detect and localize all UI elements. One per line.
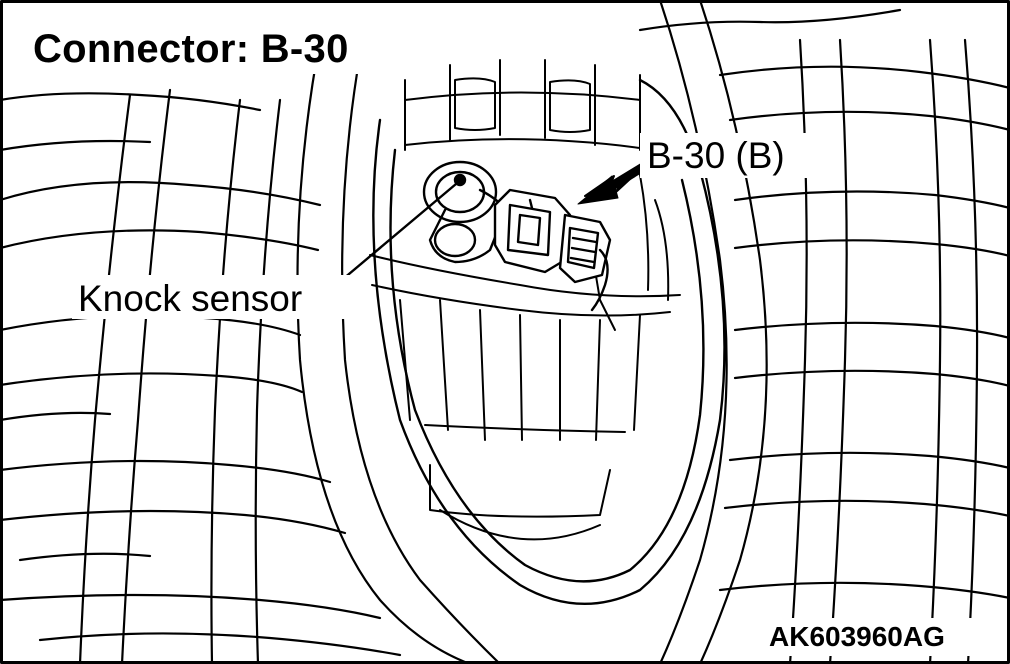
connector-label: B-30 (B) [647, 135, 785, 176]
manifold-opening [372, 78, 726, 605]
diagram-title: Connector: B-30 [33, 27, 349, 71]
figure-id: AK603960AG [769, 621, 945, 652]
right-manifold-grid [638, 0, 1010, 664]
left-manifold-grid [0, 38, 502, 664]
engine-block-detail [369, 59, 681, 541]
connector-b30 [493, 188, 612, 312]
sensor-leader-line [328, 182, 458, 292]
knock-sensor-label: Knock sensor [78, 278, 303, 319]
connector-arrow-head [577, 175, 619, 205]
